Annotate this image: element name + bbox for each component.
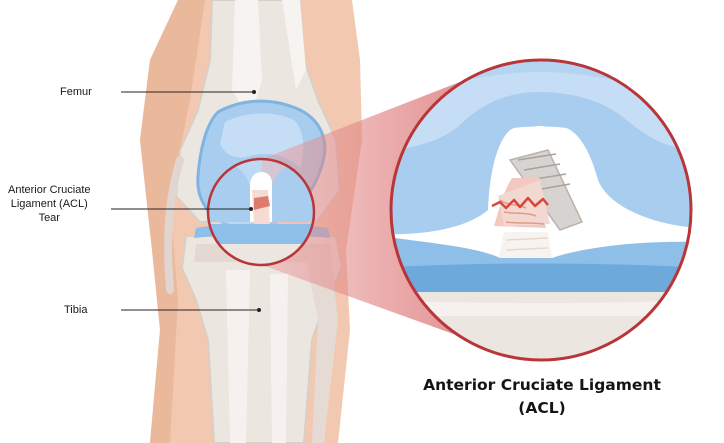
- label-acl-line-3: Tear: [38, 212, 60, 224]
- label-tibia-text: Tibia: [64, 304, 88, 316]
- label-femur: Femur: [60, 85, 92, 99]
- tibia-bone: [180, 235, 344, 443]
- leader-lines: [111, 91, 259, 311]
- caption-line-2: (ACL): [518, 399, 566, 417]
- label-tibia: Tibia: [64, 303, 87, 317]
- tear-line: [491, 196, 549, 210]
- caption-line-1: Anterior Cruciate Ligament: [423, 376, 661, 394]
- label-acl-line-2: Ligament (ACL): [10, 198, 88, 210]
- label-acl-line-1: Anterior Cruciate: [8, 184, 91, 196]
- label-femur-text: Femur: [60, 86, 92, 98]
- acl-ligament: [491, 149, 584, 262]
- leader-dots: [249, 90, 261, 312]
- label-acl-tear: Anterior Cruciate Ligament (ACL) Tear: [8, 183, 91, 225]
- small-magnifier: [206, 157, 316, 267]
- diagram-caption: Anterior Cruciate Ligament (ACL): [392, 374, 692, 420]
